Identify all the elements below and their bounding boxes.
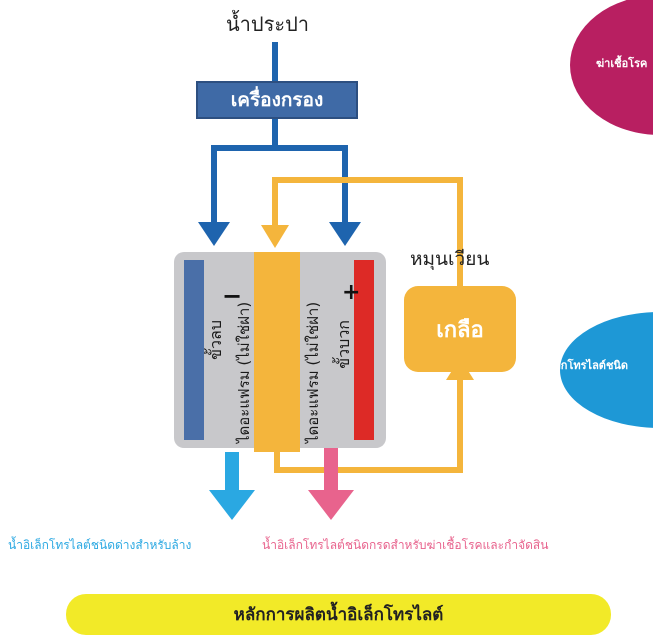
minus-sign: − bbox=[222, 282, 243, 310]
cathode-label: ขั้วลบ bbox=[206, 320, 225, 360]
cathode-plate bbox=[184, 260, 204, 440]
bubble-magenta bbox=[570, 0, 653, 135]
anode-plate bbox=[354, 260, 374, 440]
membrane-strip bbox=[254, 252, 300, 452]
alkaline-outlet-arrow bbox=[209, 490, 255, 520]
footer-title: หลักการผลิตน้ำอิเล็กโทรไลต์ bbox=[233, 605, 444, 625]
plus-sign: + bbox=[342, 280, 361, 305]
alkaline-output-label: น้ำอิเล็กโทรไลต์ชนิดด่างสำหรับล้าง bbox=[8, 538, 192, 552]
orange-pipe bbox=[272, 177, 463, 473]
acid-outlet-arrow bbox=[308, 490, 354, 520]
acid-output-label: น้ำอิเล็กโทรไลต์ชนิดกรดสำหรับฆ่าเชื้อโรค… bbox=[262, 538, 549, 552]
bubble-magenta-label: ฆ่าเชื้อโรค bbox=[596, 57, 648, 70]
recirculate-label: หมุนเวียน bbox=[410, 248, 490, 270]
blue-arrow-right bbox=[329, 222, 361, 246]
blue-pipe bbox=[211, 42, 348, 225]
alkaline-outlet-shaft bbox=[225, 452, 239, 492]
tap-water-label: น้ำประปา bbox=[226, 12, 310, 36]
membrane-label-left: ไดอะแฟรม (ไม่ใช่ฝา) bbox=[235, 301, 253, 443]
salt-box bbox=[404, 286, 516, 372]
salt-label: เกลือ bbox=[436, 318, 484, 343]
bubble-blue bbox=[560, 312, 653, 428]
membrane-label-right: ไดอะแฟรม (ไม่ใช่ฝา) bbox=[304, 301, 322, 443]
filter-box bbox=[196, 81, 358, 119]
footer-title-bar: หลักการผลิตน้ำอิเล็กโทรไลต์ bbox=[66, 594, 611, 635]
acid-outlet-shaft bbox=[324, 448, 338, 492]
blue-arrow-left bbox=[198, 222, 230, 246]
orange-arrow-down bbox=[261, 225, 289, 248]
bubble-blue-label: น้ำอิเล็กโทรไลต์ชนิด bbox=[530, 359, 629, 372]
filter-label: เครื่องกรอง bbox=[230, 89, 324, 111]
anode-label: ขั้วบวก bbox=[334, 320, 353, 369]
